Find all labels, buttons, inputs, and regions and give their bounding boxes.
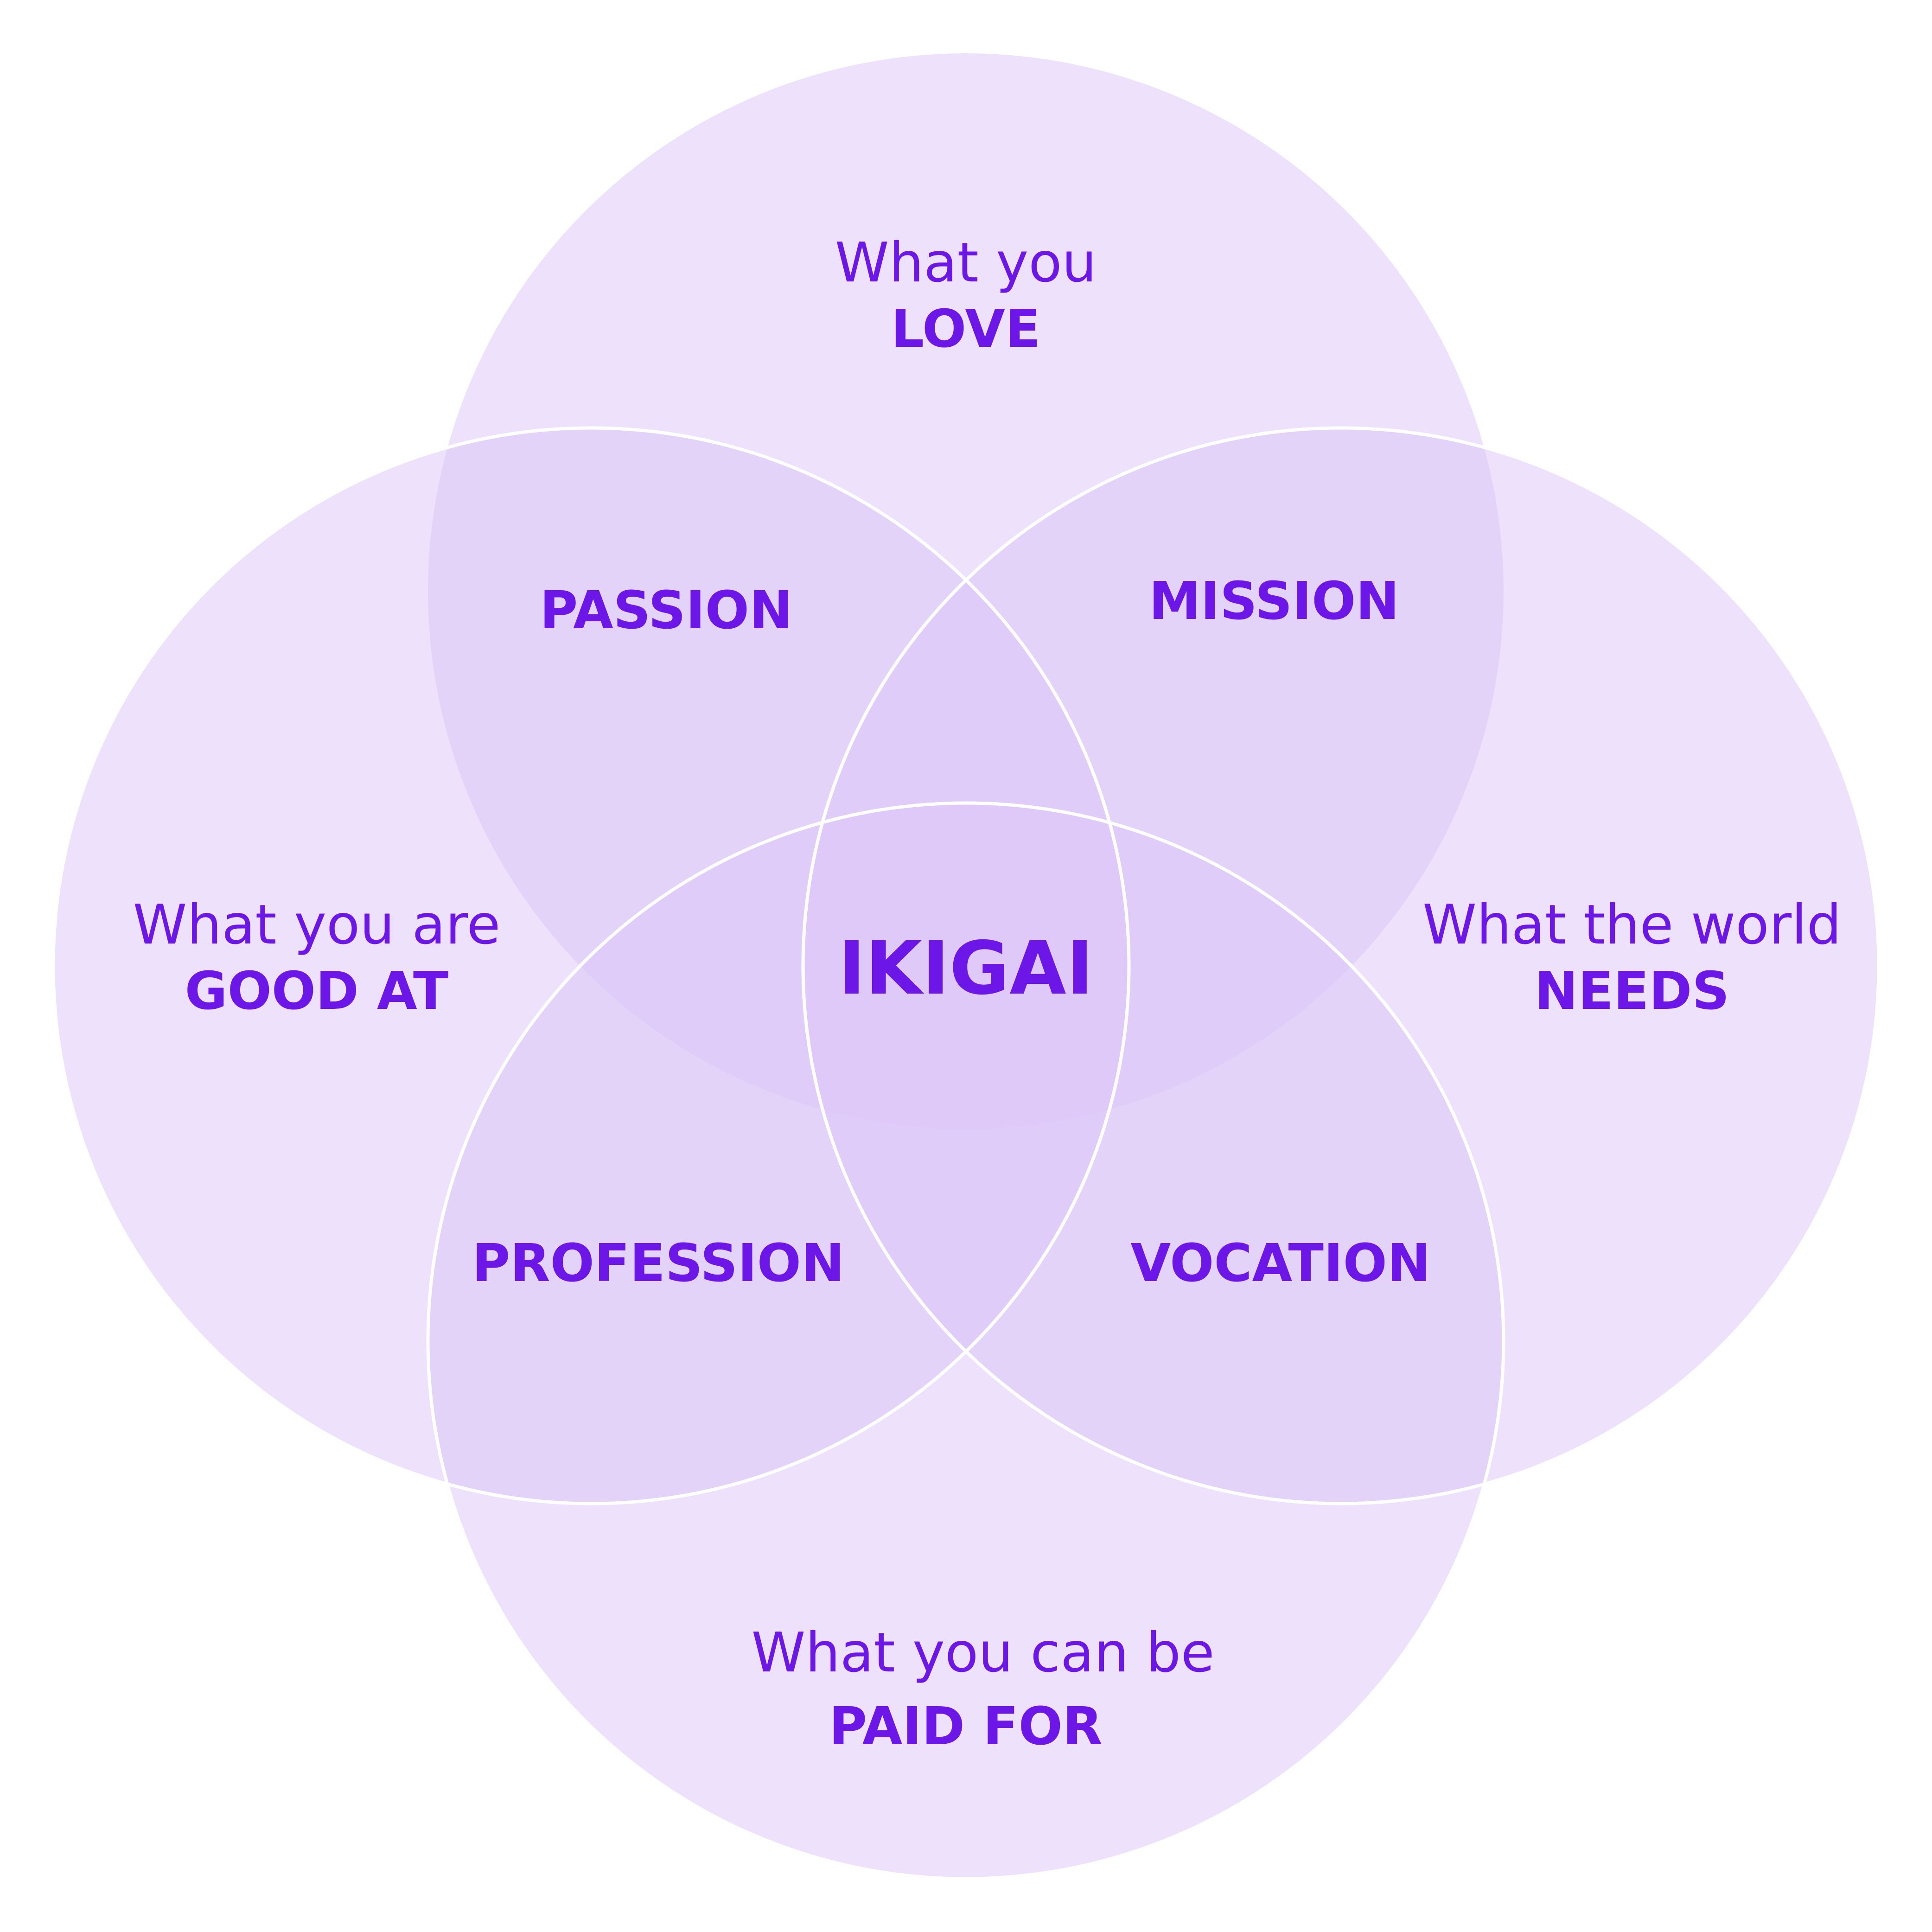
love-label-line2: LOVE [891, 299, 1041, 359]
circle-outlines [51, 426, 1881, 1881]
good-at-label-line1: What you are [133, 893, 501, 956]
ikigai-center-label: IKIGAI [838, 926, 1094, 1011]
paid-for-circle-outline [426, 801, 1505, 1881]
profession-label: PROFESSION [472, 1233, 844, 1294]
passion-label: PASSION [540, 580, 792, 641]
circle-fills [53, 53, 1879, 1879]
intersection-labels: PASSION MISSION PROFESSION VOCATION [472, 571, 1430, 1294]
world-needs-label-line2: NEEDS [1535, 961, 1729, 1021]
paid-for-label-line2: PAID FOR [829, 1696, 1103, 1757]
world-needs-circle-outline [801, 426, 1881, 1505]
paid-for-label-line1: What you can be [752, 1620, 1215, 1684]
vocation-label: VOCATION [1130, 1233, 1430, 1294]
mission-label: MISSION [1149, 571, 1399, 631]
world-needs-label-line1: What the world [1422, 893, 1842, 956]
circle-labels: What you LOVE What you are GOOD AT What … [133, 230, 1842, 1757]
paid-for-circle [428, 803, 1504, 1879]
good-at-label-line2: GOOD AT [185, 961, 449, 1021]
love-label-line1: What you [835, 230, 1097, 294]
good-at-circle-outline [51, 426, 1131, 1505]
